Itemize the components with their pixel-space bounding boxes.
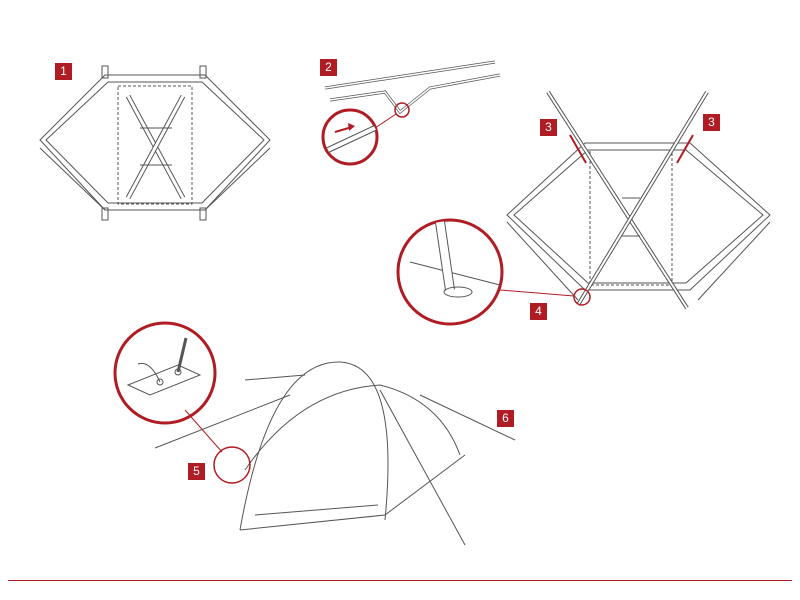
- bottom-divider: [8, 580, 792, 581]
- step2-poles-illustration: [321, 60, 501, 166]
- dome-tent-illustration: [113, 321, 516, 546]
- step3-footprint-illustration: [396, 90, 771, 326]
- step-3-badge-left: 3: [540, 119, 557, 136]
- step-2-badge: 2: [320, 59, 337, 76]
- step-3-badge-right: 3: [703, 114, 720, 131]
- step-4-badge: 4: [530, 303, 547, 320]
- step-1-badge: 1: [55, 63, 72, 80]
- step1-footprint-illustration: [39, 65, 271, 221]
- step-6-badge: 6: [497, 410, 514, 427]
- step-5-badge: 5: [188, 463, 205, 480]
